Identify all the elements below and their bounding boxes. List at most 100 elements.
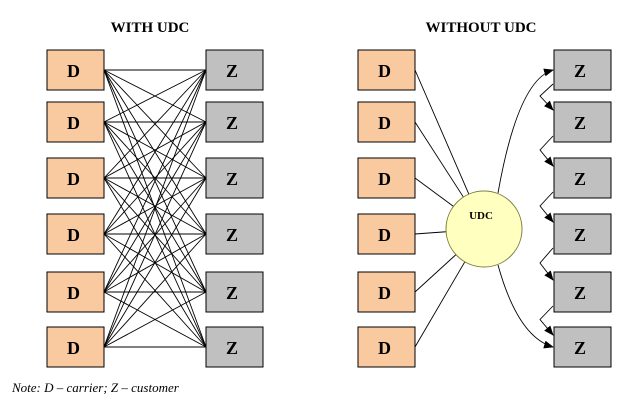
- left-carrier-box-label: D: [67, 169, 80, 189]
- right-carrier-box: D: [357, 213, 416, 255]
- right-carrier-box-rect: [357, 157, 416, 199]
- left-carrier-box: D: [46, 213, 105, 255]
- left-customer-box-rect: [205, 49, 264, 91]
- left-carrier-box-label: D: [67, 225, 80, 245]
- mesh-connection-line: [103, 177, 207, 348]
- mesh-connection-line: [103, 121, 207, 348]
- mesh-connection-line: [103, 69, 207, 179]
- left-customer-box-rect: [205, 326, 264, 368]
- right-carrier-box: D: [357, 101, 416, 143]
- right-carrier-box-rect: [357, 271, 416, 313]
- left-carrier-box: D: [46, 326, 105, 368]
- right-carrier-box-rect: [357, 213, 416, 255]
- mesh-connection-line: [103, 233, 207, 348]
- left-carrier-box-rect: [46, 49, 105, 91]
- left-carrier-box: D: [46, 271, 105, 313]
- left-customer-box-label: Z: [226, 338, 238, 358]
- customer-chain-arrow: [539, 191, 554, 223]
- right-customer-box: Z: [553, 49, 612, 91]
- right-carrier-box-label: D: [378, 169, 391, 189]
- right-customer-box-label: Z: [574, 169, 586, 189]
- left-customer-box-label: Z: [226, 113, 238, 133]
- left-customer-box-label: Z: [226, 61, 238, 81]
- right-carrier-box-label: D: [378, 113, 391, 133]
- left-customer-box: Z: [205, 101, 264, 143]
- right-customer-box-label: Z: [574, 113, 586, 133]
- mesh-connection-line: [103, 69, 207, 235]
- left-carrier-box-label: D: [67, 338, 80, 358]
- left-carrier-box-label: D: [67, 283, 80, 303]
- left-customer-box: Z: [205, 157, 264, 199]
- right-customer-box-label: Z: [574, 283, 586, 303]
- left-carrier-box-rect: [46, 326, 105, 368]
- mesh-connection-line: [103, 121, 207, 293]
- right-customer-box-rect: [553, 49, 612, 91]
- left-customer-box-label: Z: [226, 169, 238, 189]
- left-carrier-column: D D D D D D: [46, 49, 105, 368]
- mesh-connection-line: [103, 69, 207, 293]
- right-hub-connections: [414, 68, 554, 349]
- right-carrier-box-label: D: [378, 225, 391, 245]
- left-customer-box-rect: [205, 271, 264, 313]
- customer-chain-arrow: [539, 247, 554, 281]
- carrier-to-hub-line: [414, 254, 457, 293]
- udc-hub: UDC: [445, 190, 523, 268]
- mesh-connection-line: [103, 121, 207, 235]
- right-customer-box: Z: [553, 101, 612, 143]
- mesh-connection-line: [103, 291, 207, 348]
- right-customer-box-label: Z: [574, 225, 586, 245]
- left-mesh-connections: [103, 69, 207, 348]
- udc-hub-circle: [445, 190, 523, 268]
- left-carrier-box-rect: [46, 271, 105, 313]
- mesh-connection-line: [103, 121, 207, 179]
- right-carrier-box: D: [357, 157, 416, 199]
- left-carrier-box: D: [46, 49, 105, 91]
- right-carrier-box: D: [357, 49, 416, 91]
- left-customer-box-label: Z: [226, 283, 238, 303]
- left-customer-box-rect: [205, 213, 264, 255]
- right-customer-box: Z: [553, 157, 612, 199]
- right-carrier-box-rect: [357, 101, 416, 143]
- left-customer-box-rect: [205, 157, 264, 199]
- right-customer-chain: [539, 83, 554, 336]
- customer-chain-arrow: [539, 83, 554, 111]
- right-carrier-box-label: D: [378, 338, 391, 358]
- carrier-to-hub-line: [414, 69, 470, 195]
- left-carrier-box-rect: [46, 157, 105, 199]
- right-carrier-box-rect: [357, 326, 416, 368]
- left-customer-box-rect: [205, 101, 264, 143]
- mesh-connection-line: [103, 69, 207, 123]
- customer-chain-arrow: [539, 305, 554, 336]
- customer-chain-arrow: [539, 135, 554, 167]
- left-carrier-box-label: D: [67, 61, 80, 81]
- left-customer-column: Z Z Z Z Z Z: [205, 49, 264, 368]
- left-customer-box-label: Z: [226, 225, 238, 245]
- right-panel-title: WITHOUT UDC: [426, 20, 537, 36]
- left-carrier-box: D: [46, 101, 105, 143]
- left-carrier-box-rect: [46, 101, 105, 143]
- left-customer-box: Z: [205, 326, 264, 368]
- right-customer-box-rect: [553, 271, 612, 313]
- right-customer-box: Z: [553, 326, 612, 368]
- left-carrier-box-label: D: [67, 113, 80, 133]
- right-customer-box: Z: [553, 271, 612, 313]
- right-customer-box-rect: [553, 101, 612, 143]
- right-customer-column: Z Z Z Z Z Z: [553, 49, 612, 368]
- mesh-connection-line: [103, 177, 207, 235]
- right-customer-box: Z: [553, 213, 612, 255]
- left-carrier-box-rect: [46, 213, 105, 255]
- right-customer-box-label: Z: [574, 61, 586, 81]
- right-customer-box-rect: [553, 157, 612, 199]
- carrier-to-hub-line: [414, 177, 454, 207]
- left-customer-box: Z: [205, 271, 264, 313]
- carrier-to-hub-line: [414, 261, 466, 348]
- legend-note: Note: D – carrier; Z – customer: [12, 380, 179, 395]
- right-carrier-box-label: D: [378, 61, 391, 81]
- left-customer-box: Z: [205, 49, 264, 91]
- left-panel-title: WITH UDC: [111, 20, 190, 36]
- right-customer-box-rect: [553, 213, 612, 255]
- right-customer-box-label: Z: [574, 338, 586, 358]
- right-carrier-box: D: [357, 326, 416, 368]
